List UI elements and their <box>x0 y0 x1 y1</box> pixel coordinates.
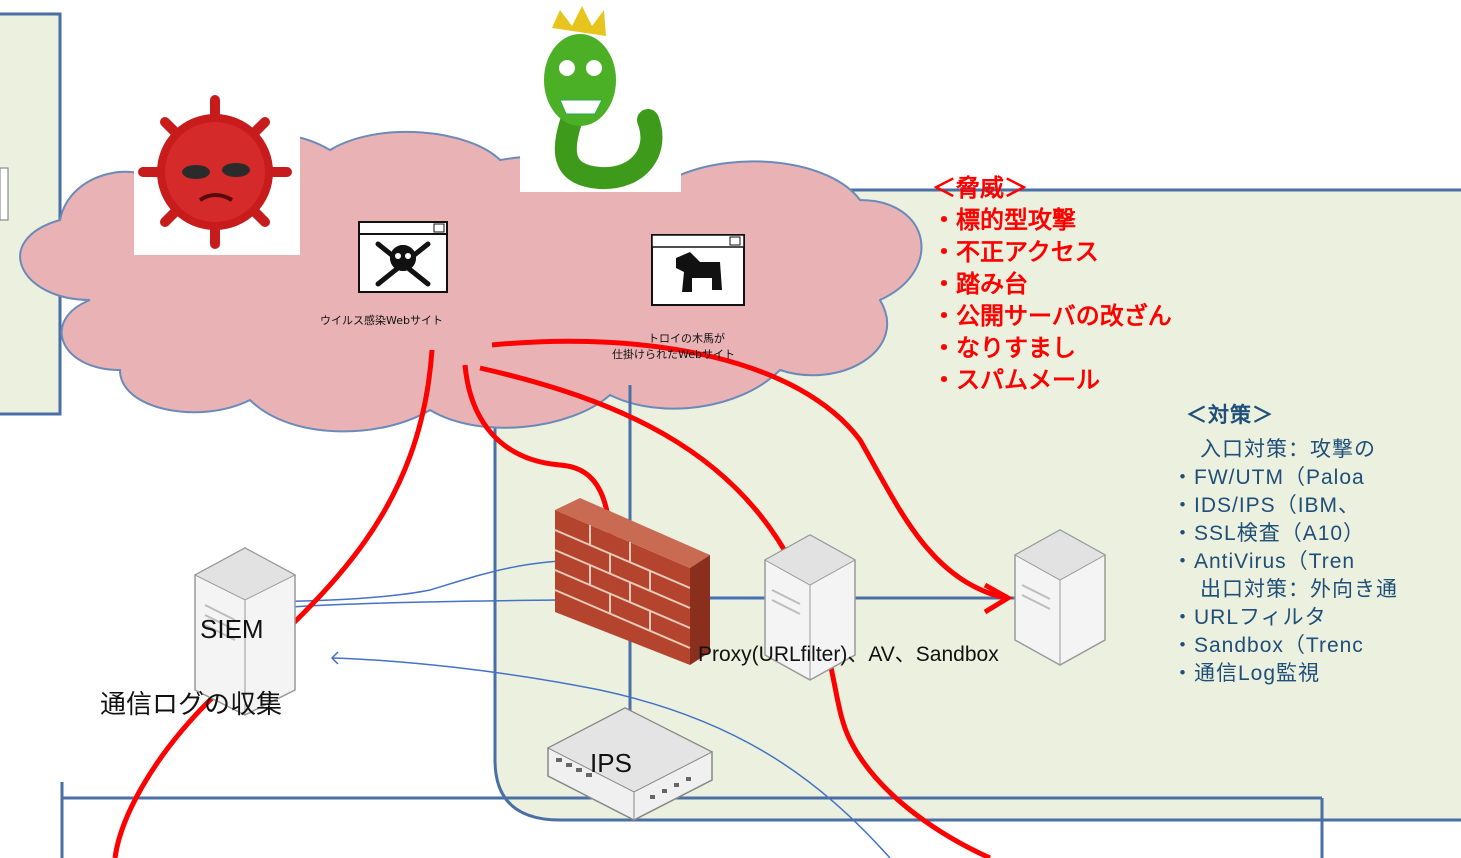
threat-item: ・スパムメール <box>932 366 1100 394</box>
threat-item: ・踏み台 <box>932 270 1028 298</box>
proxy-server-icon <box>763 534 857 681</box>
measure-list: 入口対策：攻撃の ・FW/UTM（Paloa ・IDS/IPS（IBM、 ・SS… <box>1172 436 1461 688</box>
ips-label: IPS <box>590 748 632 778</box>
virus-icon <box>138 95 292 249</box>
threat-title: ＜脅威＞ <box>932 174 1028 202</box>
trojan-site-label-line2: 仕掛けられたWebサイト <box>612 348 735 361</box>
siem-server-icon <box>193 547 297 716</box>
threat-item: ・公開サーバの改ざん <box>932 302 1172 330</box>
measure-item: ・AntiVirus（Tren <box>1172 550 1356 573</box>
threat-item: ・標的型攻撃 <box>932 206 1076 234</box>
virus-site-label: ウイルス感染Webサイト <box>320 314 443 327</box>
threat-item: ・不正アクセス <box>932 238 1099 266</box>
skull-window-icon <box>358 221 448 293</box>
measure-item: ・SSL検査（A10） <box>1172 522 1366 545</box>
entrance-heading: 入口対策：攻撃の <box>1200 438 1376 461</box>
log-flow-ips <box>331 657 891 858</box>
threat-list: ＜脅威＞ ・標的型攻撃 ・不正アクセス ・踏み台 ・公開サーバの改ざん ・なりす… <box>932 172 1172 396</box>
trojan-site-label-line1: トロイの木馬が <box>648 332 725 345</box>
left-server-sliver-icon <box>0 167 9 221</box>
measure-item: ・通信Log監視 <box>1172 662 1321 685</box>
proxy-label: Proxy(URLfilter)、AV、Sandbox <box>698 643 999 666</box>
ips-appliance-icon <box>546 707 714 821</box>
measure-item: ・FW/UTM（Paloa <box>1172 466 1365 489</box>
measure-item: ・IDS/IPS（IBM、 <box>1172 494 1361 517</box>
siem-label: SIEM <box>200 614 264 644</box>
left-zone-panel <box>0 12 62 416</box>
attack-path-sandbox <box>491 338 1006 601</box>
exit-heading: 出口対策：外向き通 <box>1200 578 1398 601</box>
worm-icon <box>544 6 663 190</box>
siem-caption: 通信ログの収集 <box>100 690 283 720</box>
sandbox-server-icon <box>1013 529 1107 666</box>
measure-title: ＜対策＞ <box>1186 404 1274 427</box>
trojan-window-icon <box>651 234 745 306</box>
firewall-icon <box>554 498 710 665</box>
measure-item: ・URLフィルタ <box>1172 606 1327 629</box>
threat-item: ・なりすまし <box>932 334 1076 362</box>
measure-item: ・Sandbox（Trenc <box>1172 634 1364 657</box>
